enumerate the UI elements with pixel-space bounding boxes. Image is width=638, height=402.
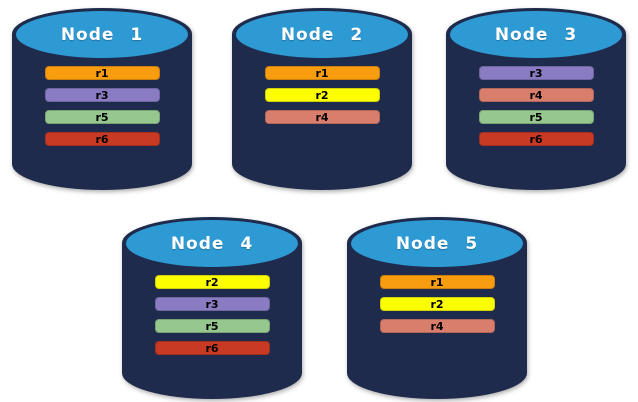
replica-label: r1 bbox=[95, 66, 109, 80]
replica-label: r5 bbox=[95, 110, 109, 124]
replica-bar: r1 bbox=[264, 66, 380, 80]
database-node: Node 1 r1 r3 r5 r6 bbox=[12, 8, 192, 190]
replica-bar: r2 bbox=[379, 297, 495, 311]
cylinder-cap: Node 2 bbox=[236, 11, 408, 58]
replica-label: r6 bbox=[205, 341, 219, 355]
replica-stack: r1 r3 r5 r6 bbox=[12, 66, 192, 146]
node-title: Node 4 bbox=[170, 233, 254, 254]
replica-bar: r1 bbox=[44, 66, 160, 80]
replica-bar: r3 bbox=[44, 88, 160, 102]
replica-label: r2 bbox=[315, 88, 329, 102]
replica-stack: r1 r2 r4 bbox=[347, 275, 527, 333]
replica-bar: r4 bbox=[264, 110, 380, 124]
replica-label: r4 bbox=[430, 319, 444, 333]
replica-label: r1 bbox=[430, 275, 444, 289]
replica-bar: r1 bbox=[379, 275, 495, 289]
replica-bar: r2 bbox=[154, 275, 270, 289]
cylinder-cap: Node 4 bbox=[126, 220, 298, 267]
replica-label: r6 bbox=[529, 132, 543, 146]
replica-label: r4 bbox=[529, 88, 543, 102]
replica-stack: r2 r3 r5 r6 bbox=[122, 275, 302, 355]
replica-label: r2 bbox=[430, 297, 444, 311]
node-title: Node 3 bbox=[494, 24, 578, 45]
replica-bar: r5 bbox=[154, 319, 270, 333]
replica-stack: r1 r2 r4 bbox=[232, 66, 412, 124]
node-title: Node 2 bbox=[280, 24, 364, 45]
cylinder-cap: Node 1 bbox=[16, 11, 188, 58]
replica-bar: r5 bbox=[44, 110, 160, 124]
replica-label: r3 bbox=[205, 297, 219, 311]
replica-label: r5 bbox=[529, 110, 543, 124]
cylinder-cap: Node 3 bbox=[450, 11, 622, 58]
replica-label: r2 bbox=[205, 275, 219, 289]
replica-bar: r3 bbox=[154, 297, 270, 311]
database-node: Node 3 r3 r4 r5 r6 bbox=[446, 8, 626, 190]
replica-bar: r3 bbox=[478, 66, 594, 80]
replica-label: r6 bbox=[95, 132, 109, 146]
node-title: Node 5 bbox=[395, 233, 479, 254]
replica-label: r4 bbox=[315, 110, 329, 124]
replica-label: r3 bbox=[95, 88, 109, 102]
replica-label: r3 bbox=[529, 66, 543, 80]
node-title: Node 1 bbox=[60, 24, 144, 45]
replica-bar: r4 bbox=[478, 88, 594, 102]
cylinder-cap: Node 5 bbox=[351, 220, 523, 267]
database-node: Node 2 r1 r2 r4 bbox=[232, 8, 412, 190]
database-node: Node 4 r2 r3 r5 r6 bbox=[122, 217, 302, 399]
replica-bar: r6 bbox=[478, 132, 594, 146]
database-node: Node 5 r1 r2 r4 bbox=[347, 217, 527, 399]
replica-bar: r6 bbox=[44, 132, 160, 146]
replica-label: r1 bbox=[315, 66, 329, 80]
replica-bar: r6 bbox=[154, 341, 270, 355]
replica-bar: r4 bbox=[379, 319, 495, 333]
replica-bar: r2 bbox=[264, 88, 380, 102]
replica-label: r5 bbox=[205, 319, 219, 333]
replica-bar: r5 bbox=[478, 110, 594, 124]
replica-stack: r3 r4 r5 r6 bbox=[446, 66, 626, 146]
